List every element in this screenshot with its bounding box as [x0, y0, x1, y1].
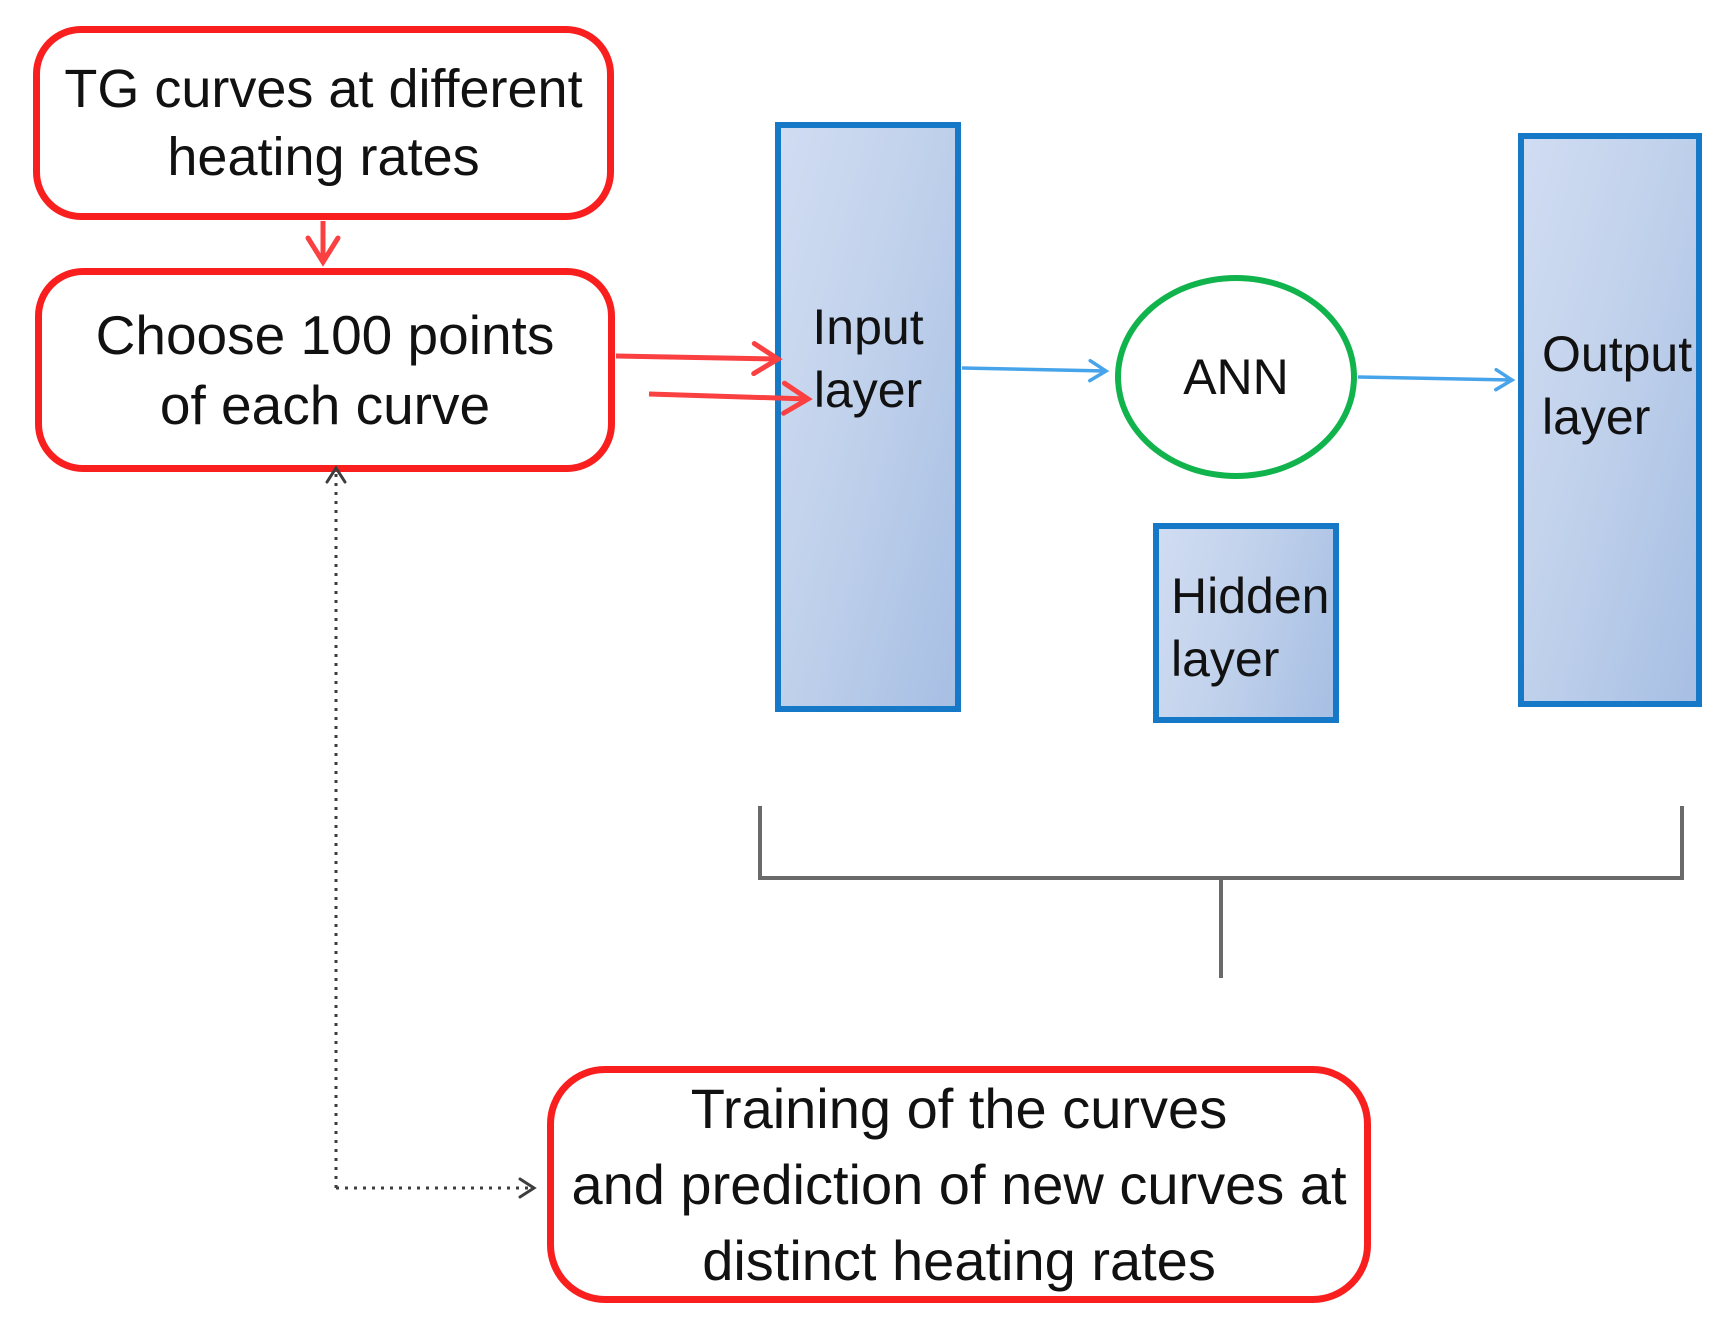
choose-points-box: Choose 100 points of each curve: [35, 268, 615, 472]
training-line3: distinct heating rates: [702, 1228, 1216, 1292]
hidden-layer-line1: Hidden: [1171, 568, 1330, 624]
input-layer-line2: layer: [813, 362, 923, 418]
network-bracket: [758, 806, 1684, 880]
output-layer-line2: layer: [1542, 389, 1651, 445]
hidden-layer-line2: layer: [1171, 631, 1280, 687]
output-layer-box: Output layer: [1518, 133, 1702, 707]
hidden-layer-box: Hidden layer: [1153, 523, 1339, 723]
ann-ellipse: ANN: [1115, 275, 1357, 479]
choose-points-line1: Choose 100 points: [95, 304, 555, 366]
arrow-choose-to-input-1: [615, 341, 783, 377]
training-line2: and prediction of new curves at: [571, 1152, 1347, 1216]
arrow-input-to-ann: [961, 358, 1110, 383]
training-line1: Training of the curves: [690, 1076, 1228, 1140]
tg-curves-line1: TG curves at different: [64, 59, 583, 119]
choose-points-line2: of each curve: [159, 374, 491, 436]
arrow-ann-to-output: [1357, 367, 1516, 392]
tg-curves-line2: heating rates: [167, 127, 480, 187]
input-layer-line1: Input: [812, 299, 924, 355]
ann-label: ANN: [1183, 349, 1289, 405]
training-prediction-box: Training of the curves and prediction of…: [547, 1066, 1371, 1303]
tg-curves-box: TG curves at different heating rates: [33, 26, 614, 220]
input-layer-box: Input layer: [775, 122, 961, 712]
output-layer-line1: Output: [1542, 326, 1693, 382]
